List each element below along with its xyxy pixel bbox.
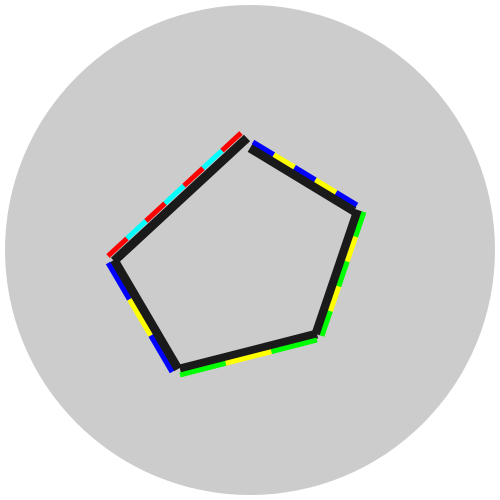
puzzle-piece-edge-top-left[interactable] (106, 131, 251, 265)
piece-stripe-segment (293, 165, 317, 182)
puzzle-piece-edge-right[interactable] (311, 208, 367, 337)
piece-stripe-segment (144, 201, 167, 223)
piece-body (110, 257, 182, 372)
puzzle-piece-edge-bottom[interactable] (178, 329, 319, 378)
piece-stripe-segment (272, 152, 296, 170)
piece-stripe-segment (328, 285, 342, 313)
piece-stripe-segment (225, 349, 272, 366)
piece-stripe-segment (251, 139, 276, 157)
piece-stripe-segment (125, 219, 148, 241)
piece-stripe-segment (334, 190, 359, 208)
piece-stripe-segment (336, 260, 350, 288)
piece-stripe-segment (353, 211, 367, 238)
piece-body (110, 134, 251, 265)
piece-stripe-segment (344, 235, 358, 263)
pieces-layer (105, 131, 367, 378)
piece-stripe-segment (201, 148, 224, 170)
puzzle-piece-edge-left[interactable] (105, 257, 182, 374)
piece-stripe-segment (163, 183, 186, 206)
piece-stripe-segment (106, 236, 129, 258)
piece-stripe-segment (182, 166, 205, 188)
piece-body (178, 329, 319, 374)
puzzle-piece-edge-top-right[interactable] (247, 139, 359, 215)
piece-stripe-segment (127, 298, 153, 337)
piece-stripe-segment (148, 334, 175, 374)
piece-stripe-segment (220, 131, 243, 153)
piece-stripe-segment (319, 310, 333, 337)
piece-stripe-segment (105, 261, 132, 301)
piece-body (311, 208, 363, 336)
piece-stripe-segment (270, 337, 318, 355)
board-disc (5, 5, 495, 495)
piece-stripe-segment (314, 177, 338, 195)
piece-stripe-segment (179, 360, 227, 378)
piece-body (247, 144, 357, 215)
